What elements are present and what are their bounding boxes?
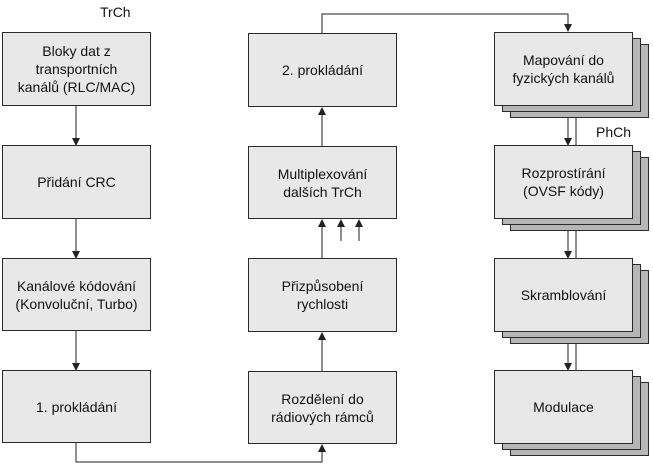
arrow-c1-to-c2 <box>75 443 326 463</box>
phch-label: PhCh <box>596 124 632 140</box>
box-radio-frames: Rozdělení do rádiových rámců <box>248 371 397 444</box>
box-mapping: Mapování do fyzických kanálů <box>494 32 633 106</box>
trch-label: TrCh <box>100 4 131 20</box>
box-spreading: Rozprostírání (OVSF kódy) <box>494 145 633 219</box>
box-crc: Přidání CRC <box>2 145 151 219</box>
box-multiplexing: Multiplexování dalších TrCh <box>248 146 397 219</box>
arrow-c2-to-c3 <box>321 13 572 33</box>
box-scrambling: Skramblování <box>494 258 633 332</box>
box-transport-blocks: Bloky dat z transportních kanálů (RLC/MA… <box>2 32 151 106</box>
box-interleaving-1: 1. prokládání <box>2 370 151 443</box>
box-modulation: Modulace <box>494 370 633 444</box>
box-channel-coding: Kanálové kódování (Konvoluční, Turbo) <box>2 258 151 331</box>
box-interleaving-2: 2. prokládání <box>248 33 397 107</box>
box-rate-matching: Přizpůsobení rychlosti <box>248 258 397 332</box>
